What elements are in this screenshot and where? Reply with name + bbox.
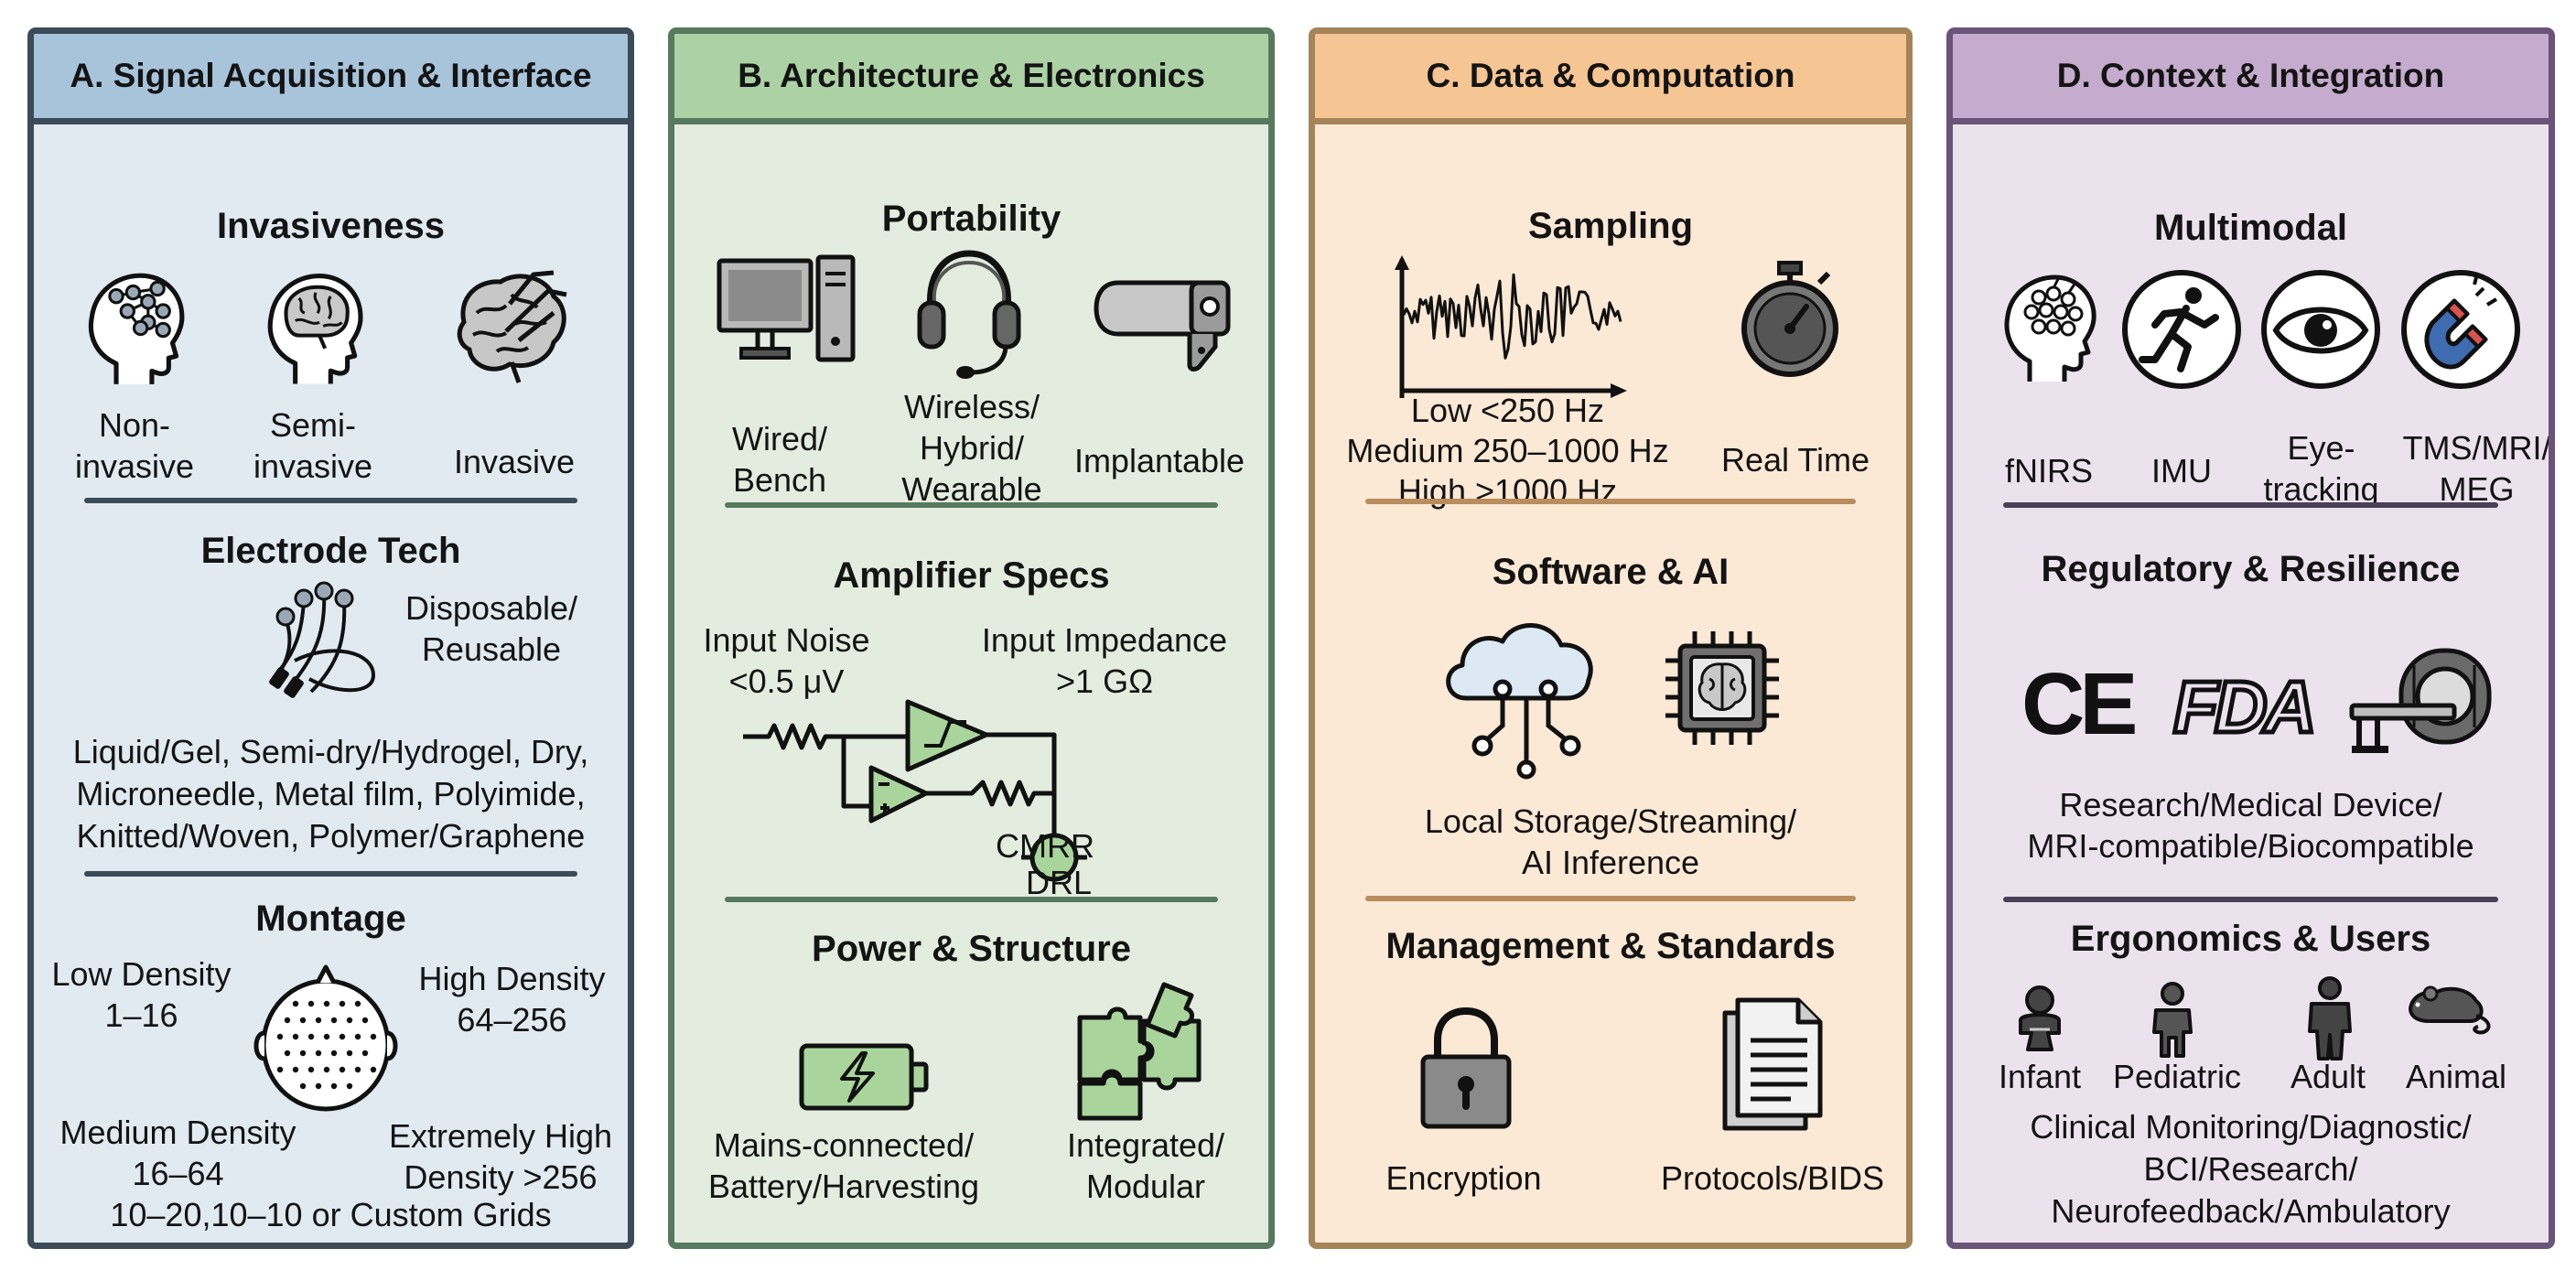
eye-icon [2259,268,2383,392]
panel-d-divider-2 [2003,897,2498,902]
child-icon [2145,981,2200,1059]
electrode-materials-label: Liquid/Gel, Semi-dry/Hydrogel, Dry,Micro… [72,733,589,855]
sampling-title: Sampling [1527,206,1694,246]
fda-mark-icon: FDA [2168,662,2319,750]
infant-label: Infant [1998,1058,2082,1095]
svg-text:CE: CE [2021,655,2135,753]
invasive-label: Invasive [453,443,576,480]
implant-device-icon [1091,274,1237,374]
invasiveness-title: Invasiveness [216,206,446,246]
real-time-label: Real Time [1720,441,1870,479]
regulatory-resilience-title: Regulatory & Resilience [2041,549,2461,589]
panel-b-divider-2 [725,897,1218,902]
scalp-montage-icon [246,958,406,1118]
ergonomics-users-title: Ergonomics & Users [2070,919,2431,959]
amplifier-specs-title: Amplifier Specs [833,555,1110,596]
panel-data-computation: C. Data & Computation Sampling Low <250 … [1309,27,1913,1249]
infant-icon [2008,984,2072,1052]
mains-battery-label: Mains-connected/Battery/Harvesting [707,1126,980,1205]
wireless-hybrid-wearable-label: Wireless/Hybrid/Wearable [901,388,1042,508]
documents-icon [1718,995,1827,1132]
implantable-label: Implantable [1073,442,1245,479]
panel-b-title: B. Architecture & Electronics [674,34,1268,124]
puzzle-icon [1072,981,1210,1123]
adult-icon [2302,976,2357,1060]
non-invasive-label: Non-invasive [74,406,195,485]
input-impedance-label: Input Impedance>1 GΩ [981,621,1228,700]
head-optodes-icon [1999,274,2101,383]
cloud-network-icon [1439,612,1599,780]
power-structure-title: Power & Structure [812,929,1131,969]
protocols-bids-label: Protocols/BIDS [1660,1159,1885,1197]
panel-context-integration: D. Context & Integration Multimodal fNIR… [1946,27,2555,1249]
running-person-icon [2120,268,2244,392]
semi-invasive-label: Semi-invasive [253,406,373,485]
head-electrodes-icon [78,270,192,387]
magnet-icon [2399,268,2523,392]
regulatory-label: Research/Medical Device/MRI-compatible/B… [2027,786,2474,865]
panel-b-divider-1 [725,502,1218,508]
ai-chip-icon [1658,624,1786,752]
animal-label: Animal [2405,1058,2507,1095]
panel-a-divider-1 [84,498,577,503]
multimodal-title: Multimodal [2153,208,2348,248]
tms-mri-meg-label: TMS/MRI/MEG [2402,429,2551,508]
software-ai-title: Software & AI [1492,552,1730,592]
electrode-leads-icon [267,578,386,702]
portability-title: Portability [881,199,1062,239]
panel-d-title: D. Context & Integration [1953,34,2549,124]
montage-grids-label: 10–20,10–10 or Custom Grids [110,1196,552,1233]
disposable-reusable-label: Disposable/Reusable [404,589,578,668]
panel-a-divider-2 [84,871,577,877]
fnirs-label: fNIRS [2004,452,2093,490]
stopwatch-icon [1737,259,1842,377]
panel-c-divider-2 [1365,896,1856,901]
head-brain-icon [258,270,370,387]
adult-label: Adult [2290,1058,2366,1095]
drl-label: DRL [1025,864,1093,901]
cmrr-label: CMRR [996,827,1094,865]
signal-waveform-icon [1393,252,1635,403]
amplifier-circuit-icon [743,693,1219,894]
ergonomics-label: Clinical Monitoring/Diagnostic/BCI/Resea… [2030,1108,2472,1230]
svg-text:FDA: FDA [2173,666,2312,748]
brain-implant-icon [446,267,574,386]
wired-bench-label: Wired/Bench [731,420,827,499]
headset-icon [914,246,1024,382]
input-noise-label: Input Noise<0.5 μV [703,621,870,700]
ce-mark-icon: CE [2021,655,2140,753]
panel-d-divider-1 [2003,502,2498,508]
integrated-modular-label: Integrated/Modular [1066,1126,1225,1205]
battery-icon [798,1040,931,1114]
imu-label: IMU [2151,452,2212,490]
panel-c-title: C. Data & Computation [1315,34,1906,124]
panel-c-divider-1 [1365,499,1856,504]
mri-scanner-icon [2346,647,2493,757]
electrode-tech-title: Electrode Tech [200,531,461,571]
desktop-computer-icon [716,253,857,368]
eye-tracking-label: Eye-tracking [2263,429,2379,508]
pediatric-label: Pediatric [2112,1058,2242,1095]
montage-title: Montage [255,899,406,939]
panel-a-title: A. Signal Acquisition & Interface [34,34,628,124]
encryption-label: Encryption [1385,1159,1542,1197]
management-standards-title: Management & Standards [1385,926,1836,966]
lock-icon [1416,1004,1516,1132]
panel-architecture: B. Architecture & Electronics Portabilit… [668,27,1275,1249]
panel-signal-acquisition: A. Signal Acquisition & Interface Invasi… [27,27,634,1249]
rat-icon [2403,981,2499,1036]
software-ai-label: Local Storage/Streaming/AI Inference [1424,802,1797,881]
